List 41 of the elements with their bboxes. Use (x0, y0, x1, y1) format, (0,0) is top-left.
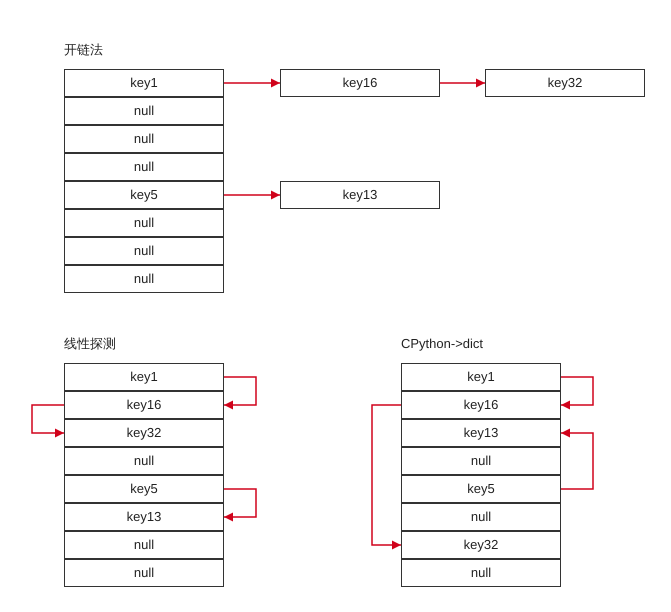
table-row: key32 (401, 531, 561, 559)
table-row: key13 (401, 419, 561, 447)
table-row: null (64, 237, 224, 265)
table-row: null (64, 153, 224, 181)
table-heading: 开链法 (64, 41, 103, 59)
arrow (371, 404, 401, 550)
table-row: key13 (64, 503, 224, 531)
table-row: null (64, 125, 224, 153)
table-heading: CPython->dict (401, 335, 484, 353)
table-row: null (64, 209, 224, 237)
table-row: null (64, 559, 224, 587)
arrow (224, 190, 280, 200)
table-row: null (64, 97, 224, 125)
arrow (561, 376, 594, 410)
arrow (224, 488, 257, 522)
table-row: null (64, 447, 224, 475)
table-row: key1 (401, 363, 561, 391)
table-row: key5 (64, 475, 224, 503)
table-row: key1 (64, 363, 224, 391)
arrow (31, 404, 64, 438)
arrow (440, 78, 485, 88)
table-row: null (64, 531, 224, 559)
list-node-box: key16 (280, 69, 440, 97)
hash-table (64, 335, 224, 587)
table-heading: 线性探测 (64, 335, 116, 353)
arrow (224, 78, 280, 88)
table-row: key1 (64, 69, 224, 97)
table-row: key5 (64, 181, 224, 209)
table-row: key16 (401, 391, 561, 419)
table-row: key5 (401, 475, 561, 503)
table-row: null (401, 559, 561, 587)
arrow (224, 376, 257, 410)
hash-table (64, 41, 224, 293)
table-row: null (64, 265, 224, 293)
table-row: null (401, 503, 561, 531)
list-node-box: key13 (280, 181, 440, 209)
table-row: key32 (64, 419, 224, 447)
list-node-box: key32 (485, 69, 645, 97)
table-row: null (401, 447, 561, 475)
arrow (561, 428, 594, 490)
table-row: key16 (64, 391, 224, 419)
